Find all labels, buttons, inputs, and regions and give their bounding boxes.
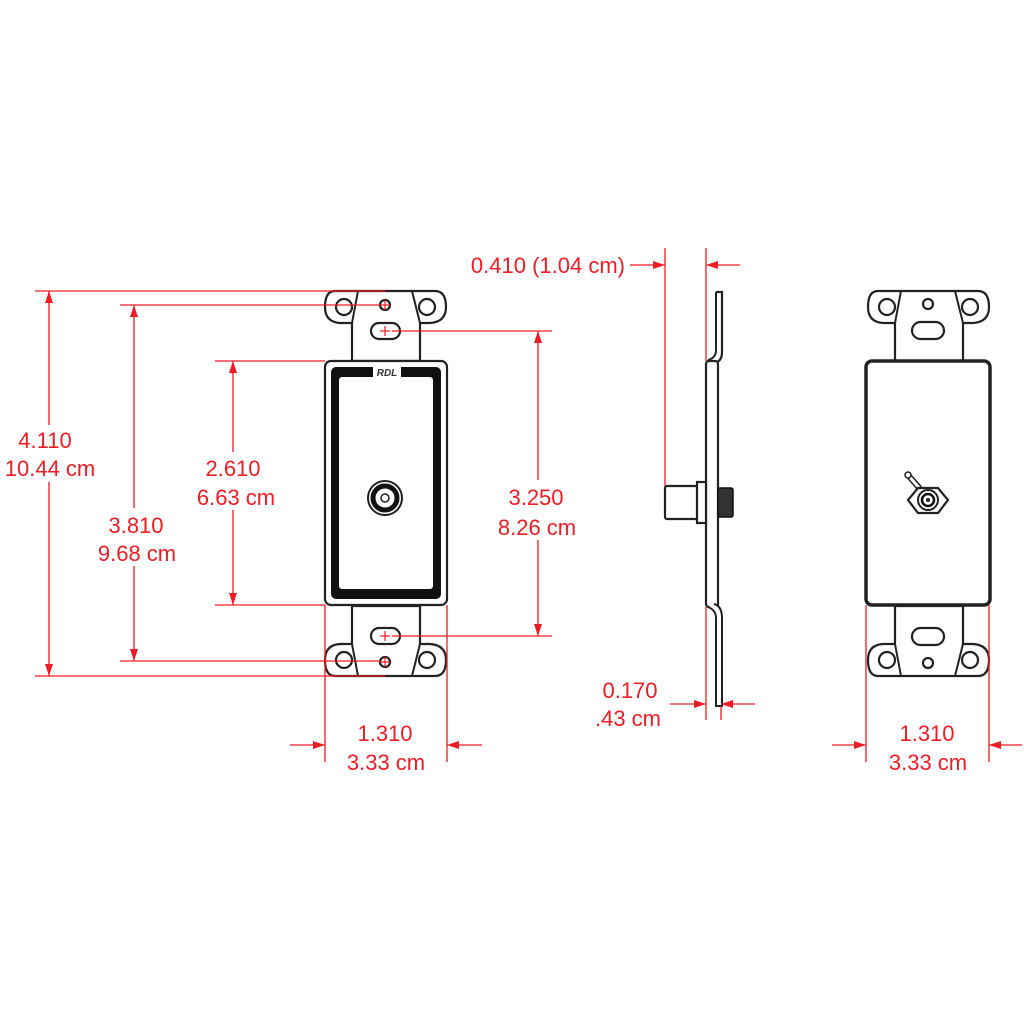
- rear-plate-body: [864, 359, 992, 607]
- body-height-inch: 2.610: [205, 456, 260, 481]
- dimension-lines: [35, 248, 1022, 762]
- slot-spacing-inch: 3.250: [508, 485, 563, 510]
- rdl-logo: RDL: [377, 368, 398, 379]
- front-width-inch: 1.310: [357, 721, 412, 746]
- hole-spacing-inch: 3.810: [108, 513, 163, 538]
- rear-width-inch: 1.310: [899, 721, 954, 746]
- body-height-cm: 6.63 cm: [197, 485, 275, 510]
- rear-width-cm: 3.33 cm: [889, 750, 967, 775]
- overall-height-cm: 10.44 cm: [5, 456, 96, 481]
- rear-view: [864, 289, 992, 678]
- connector-body: [663, 484, 700, 521]
- hole-spacing-cm: 9.68 cm: [98, 541, 176, 566]
- front-view: RDL: [323, 289, 449, 678]
- side-view: [663, 290, 734, 707]
- front-width-cm: 3.33 cm: [347, 750, 425, 775]
- slot-spacing-cm: 8.26 cm: [498, 515, 576, 540]
- dimension-arrows: [45, 261, 1001, 749]
- strap-offset-inch: 0.170: [602, 678, 657, 703]
- connector-thread: [717, 487, 734, 518]
- overall-height-inch: 4.110: [18, 428, 71, 453]
- depth-label: 0.410 (1.04 cm): [471, 253, 625, 278]
- rca-connector-icon: [367, 480, 403, 516]
- strap-offset-cm: .43 cm: [595, 706, 661, 731]
- dimension-labels: 4.110 10.44 cm 3.810 9.68 cm 2.610 6.63 …: [5, 253, 967, 775]
